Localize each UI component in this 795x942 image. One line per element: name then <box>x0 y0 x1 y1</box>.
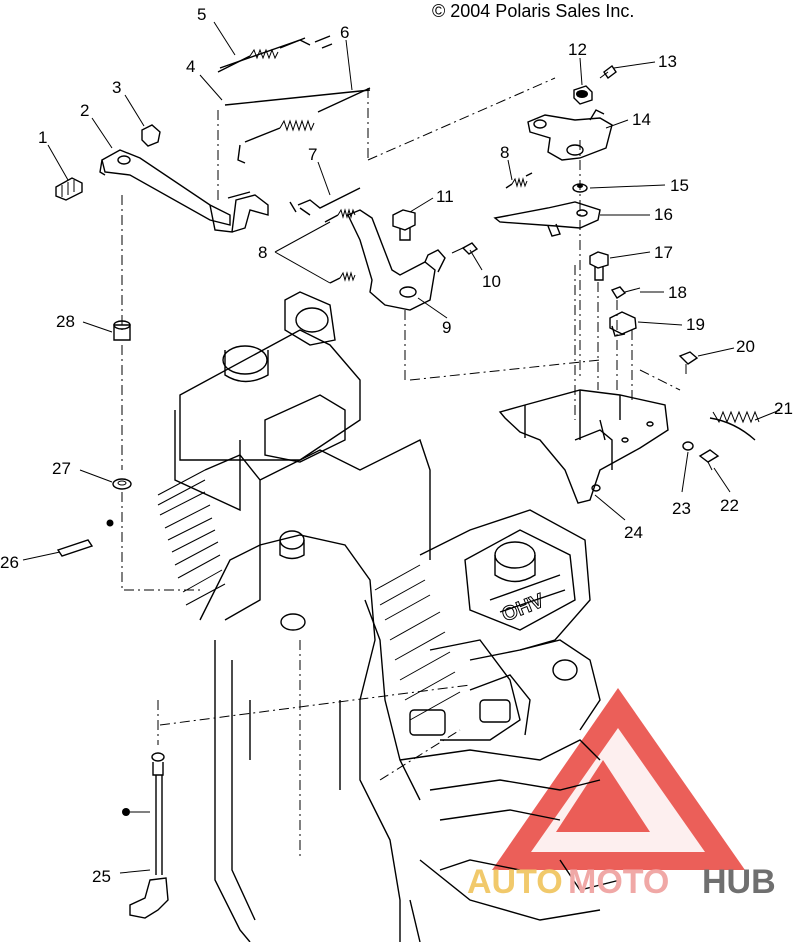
callout-13: 13 <box>658 52 677 71</box>
governor-assembly-right <box>493 64 760 504</box>
watermark-text: AUTO MOTO HUB <box>467 863 776 901</box>
watermark-moto: MOTO <box>568 863 669 901</box>
engine-block: OHV <box>157 265 621 942</box>
callout-27: 27 <box>52 459 71 478</box>
callout-12: 12 <box>568 40 587 59</box>
copyright-notice: © 2004 Polaris Sales Inc. <box>432 1 635 21</box>
callout-24: 24 <box>624 523 643 542</box>
callout-11: 11 <box>436 187 454 206</box>
linkage-assembly-center <box>289 187 479 380</box>
callout-17: 17 <box>654 243 673 262</box>
callout-5: 5 <box>197 5 206 24</box>
dipstick-assembly <box>56 195 200 919</box>
callout-18: 18 <box>668 283 687 302</box>
callout-8-left: 8 <box>258 243 267 262</box>
callout-9: 9 <box>442 318 451 337</box>
watermark-hub: HUB <box>702 863 776 901</box>
callout-28: 28 <box>56 312 75 331</box>
callout-23: 23 <box>672 499 691 518</box>
callout-8-right: 8 <box>500 143 509 162</box>
callout-19: 19 <box>686 315 705 334</box>
svg-text:OHV: OHV <box>499 590 548 627</box>
callout-22: 22 <box>720 496 739 515</box>
callout-10: 10 <box>482 272 501 291</box>
callout-leaders <box>22 21 781 874</box>
callout-16: 16 <box>654 205 673 224</box>
callout-labels: 1 2 3 4 5 6 7 8 9 10 11 12 13 14 15 8 16… <box>0 5 793 886</box>
callout-14: 14 <box>632 110 651 129</box>
callout-7: 7 <box>308 145 317 164</box>
callout-20: 20 <box>736 337 755 356</box>
watermark-logo <box>492 688 745 870</box>
callout-15: 15 <box>670 176 689 195</box>
watermark-auto: AUTO <box>467 863 563 901</box>
callout-6: 6 <box>340 23 349 42</box>
callout-4: 4 <box>186 57 195 76</box>
linkage-assembly-left <box>55 35 556 233</box>
callout-21: 21 <box>774 399 793 418</box>
callout-2: 2 <box>80 101 89 120</box>
watermark-triangle-core <box>556 760 650 832</box>
callout-1: 1 <box>38 128 47 147</box>
callout-26: 26 <box>0 553 19 572</box>
callout-3: 3 <box>112 78 121 97</box>
callout-25: 25 <box>92 867 111 886</box>
